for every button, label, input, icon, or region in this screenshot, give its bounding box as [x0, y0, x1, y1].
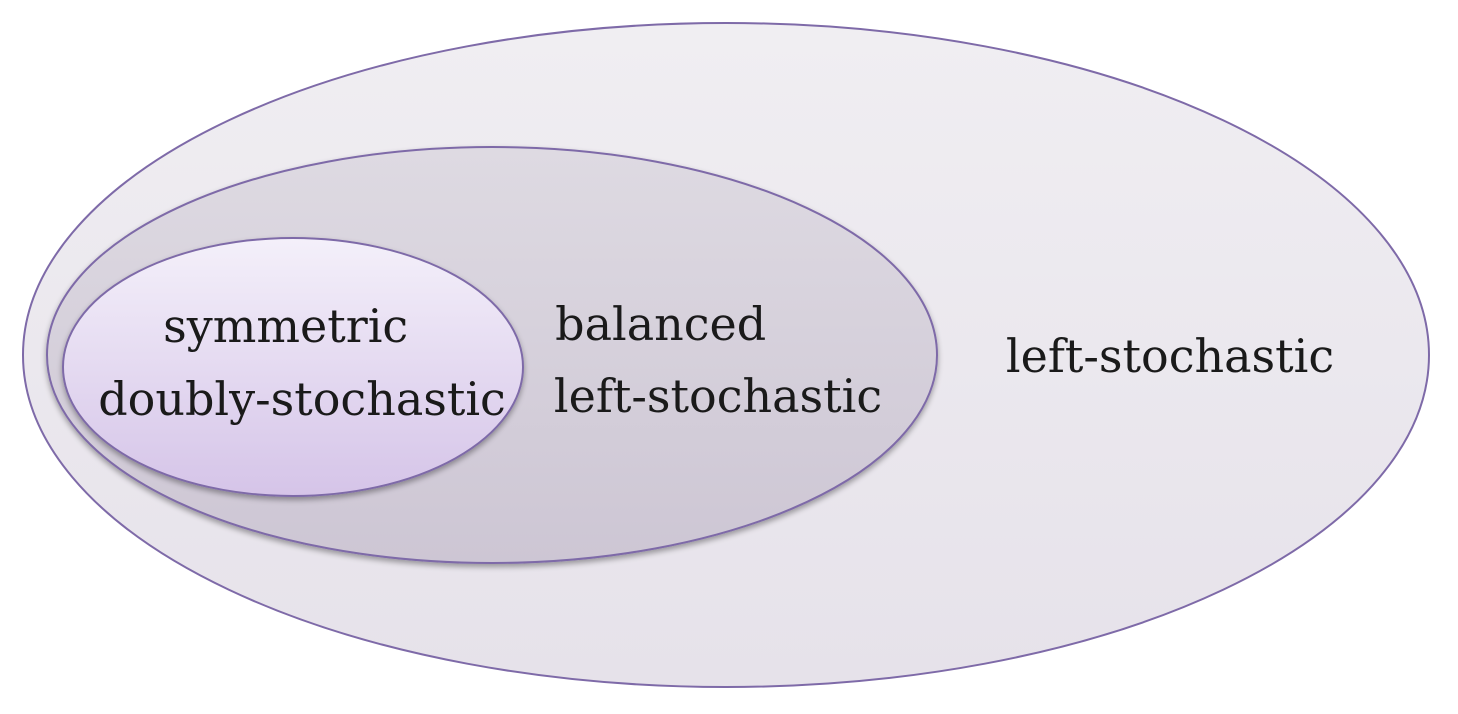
left-stochastic-label: left-stochastic — [1006, 329, 1334, 383]
symmetric-doubly-stochastic-ellipse — [62, 237, 524, 497]
symmetric-label-line-1: symmetric — [163, 299, 408, 353]
balanced-label-line-2: left-stochastic — [554, 369, 882, 423]
left-stochastic-label-line: left-stochastic — [1006, 329, 1334, 383]
symmetric-label-line-2: doubly-stochastic — [98, 372, 506, 426]
balanced-label-line-1: balanced — [555, 297, 766, 351]
symmetric-doubly-stochastic-label: symmetric doubly-stochastic — [98, 299, 506, 426]
set-symmetric-doubly-stochastic: symmetric doubly-stochastic — [62, 237, 524, 497]
balanced-left-stochastic-label: balanced left-stochastic — [554, 297, 882, 423]
